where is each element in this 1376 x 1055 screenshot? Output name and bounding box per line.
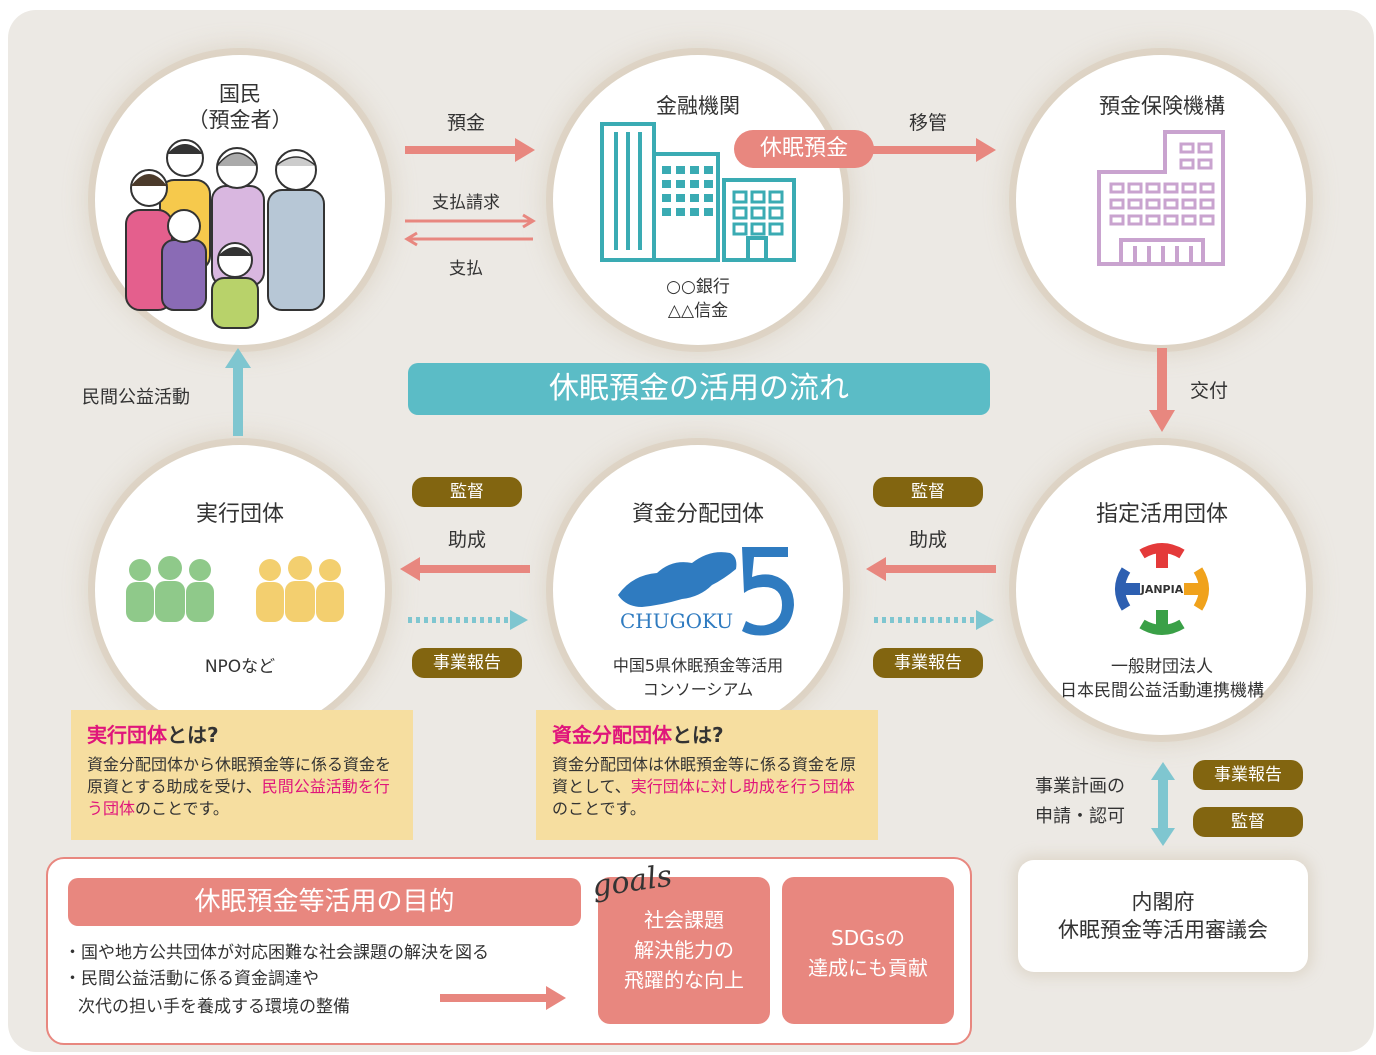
distributor-note-body-1: 資金分配団体は休眠預金等に係る資金を原資として、 xyxy=(552,755,857,796)
subsidy-arrow-left xyxy=(400,557,530,581)
dormant-deposit-badge: 休眠預金 xyxy=(734,130,874,168)
distributor-note-title-hl: 資金分配団体 xyxy=(552,723,672,747)
dic-circle xyxy=(1016,55,1306,345)
npo-group-icon-yellow xyxy=(256,556,344,622)
distributor-note: 資金分配団体とは? 資金分配団体は休眠預金等に係る資金を原資として、実行団体に対… xyxy=(536,710,878,840)
claim-arrow xyxy=(405,213,536,229)
designated-title: 指定活用団体 xyxy=(1095,502,1229,527)
purpose-bullet-3: 次代の担い手を養成する環境の整備 xyxy=(78,997,350,1017)
goal-1-line-2: 解決能力の xyxy=(634,938,734,962)
purpose-arrow xyxy=(440,986,566,1010)
cabinet-line-1: 内閣府 xyxy=(1131,890,1195,914)
chugoku-logo-text: CHUGOKU xyxy=(620,609,733,633)
citizens-title-line1: 国民 xyxy=(219,82,261,106)
plan-label-2: 申請・認可 xyxy=(1035,806,1125,827)
citizens-title-line2: （預金者） xyxy=(187,108,293,132)
subsidy-label-right: 助成 xyxy=(908,529,948,551)
npo-group-icon-green xyxy=(126,556,214,622)
distributor-note-body-hl: 実行団体に対し助成を行う団体 xyxy=(630,777,855,796)
goal-2-line-2: 達成にも貢献 xyxy=(808,956,928,980)
payment-label: 支払 xyxy=(449,259,483,279)
purpose-bullet-1: ・国や地方公共団体が対応困難な社会課題の解決を図る xyxy=(64,943,489,963)
transfer-arrow xyxy=(860,138,996,162)
designated-sub-2: 日本民間公益活動連携機構 xyxy=(1060,681,1264,701)
distributor-title: 資金分配団体 xyxy=(631,502,765,527)
title-banner: 休眠預金の活用の流れ xyxy=(408,363,990,415)
cabinet-line-2: 休眠預金等活用審議会 xyxy=(1058,918,1268,942)
goal-1-line-3: 飛躍的な向上 xyxy=(624,968,744,992)
report-arrow-right xyxy=(874,610,994,630)
purpose-bullet-2: ・民間公益活動に係る資金調達や xyxy=(64,969,319,989)
executor-note-title-rest: とは? xyxy=(167,723,219,747)
report-arrow-left xyxy=(408,610,528,630)
plan-label-1: 事業計画の xyxy=(1035,776,1125,797)
executor-note-body-2: のことです。 xyxy=(135,799,229,818)
supervise-pill-left: 監督 xyxy=(412,477,522,507)
executor-note-title-hl: 実行団体 xyxy=(87,723,167,747)
goal-box-1 xyxy=(598,877,770,1024)
claim-label: 支払請求 xyxy=(432,193,500,213)
grant-label: 交付 xyxy=(1190,380,1229,402)
civic-activity-arrow xyxy=(225,348,251,436)
cabinet-box xyxy=(1018,860,1308,972)
dic-building-icon xyxy=(1097,130,1225,266)
goal-1-line-1: 社会課題 xyxy=(644,908,724,932)
supervise-pill-right: 監督 xyxy=(873,477,983,507)
bank-buildings-icon xyxy=(600,122,796,262)
distributor-sub-1: 中国5県休眠預金等活用 xyxy=(612,656,784,675)
designated-sub-1: 一般財団法人 xyxy=(1111,657,1213,677)
family-illustration xyxy=(125,139,325,329)
executor-note-body-1: 資金分配団体から休眠預金等に係る資金を原資とする助成を受け、 xyxy=(87,755,392,796)
janpia-logo-text: JANPIA xyxy=(1140,583,1184,596)
goal-box-2 xyxy=(782,877,954,1024)
janpia-logo: JANPIA xyxy=(1115,543,1209,635)
chugoku5-logo: CHUGOKU xyxy=(618,547,794,636)
payment-arrow xyxy=(404,231,533,247)
designated-circle xyxy=(1016,445,1306,735)
subsidy-label-left: 助成 xyxy=(447,529,487,551)
distributor-note-title-rest: とは? xyxy=(672,723,724,747)
subsidy-arrow-right xyxy=(866,557,996,581)
report-pill-right: 事業報告 xyxy=(873,648,983,678)
purpose-title: 休眠預金等活用の目的 xyxy=(68,878,581,926)
bank-name-1: ○○銀行 xyxy=(666,277,730,297)
distributor-sub-2: コンソーシアム xyxy=(642,680,754,699)
bank-name-2: △△信金 xyxy=(667,301,729,321)
grant-arrow xyxy=(1149,348,1175,432)
deposit-label: 預金 xyxy=(446,112,486,134)
executor-sub: NPOなど xyxy=(204,657,276,677)
plan-double-arrow xyxy=(1151,762,1175,846)
distributor-note-body-2: のことです。 xyxy=(552,799,646,818)
dic-title: 預金保険機構 xyxy=(1099,94,1225,118)
executor-note: 実行団体とは? 資金分配団体から休眠預金等に係る資金を原資とする助成を受け、民間… xyxy=(71,710,413,840)
transfer-label: 移管 xyxy=(908,112,948,134)
deposit-arrow xyxy=(405,138,535,162)
civic-activity-label: 民間公益活動 xyxy=(82,387,190,408)
report-pill-left: 事業報告 xyxy=(412,648,522,678)
executor-title: 実行団体 xyxy=(195,502,285,527)
report-pill-cabinet: 事業報告 xyxy=(1193,760,1303,790)
executor-note-body-hl: 民間公益活動を行う団体 xyxy=(87,777,390,818)
supervise-pill-cabinet: 監督 xyxy=(1193,807,1303,837)
bank-title: 金融機関 xyxy=(656,94,740,118)
goal-2-line-1: SDGsの xyxy=(830,926,906,950)
